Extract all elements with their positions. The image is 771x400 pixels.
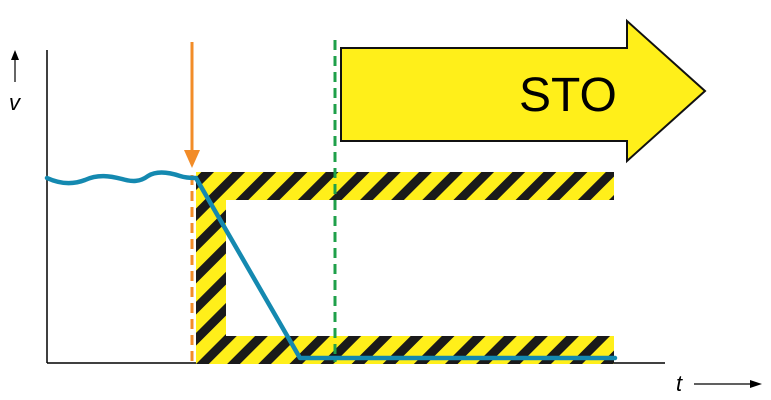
speed-curve [44,170,618,361]
x-axis-label: t [676,371,683,396]
y-axis-label: v [9,90,22,115]
x-axis-arrow-icon [694,380,762,388]
sto-arrow-icon [340,18,707,164]
hazard-band-top [196,172,614,200]
sto-label: STO [519,69,617,122]
stop-request-arrow-icon [184,42,200,168]
y-axis-arrow-icon [11,50,19,82]
hazard-zone [196,172,614,364]
